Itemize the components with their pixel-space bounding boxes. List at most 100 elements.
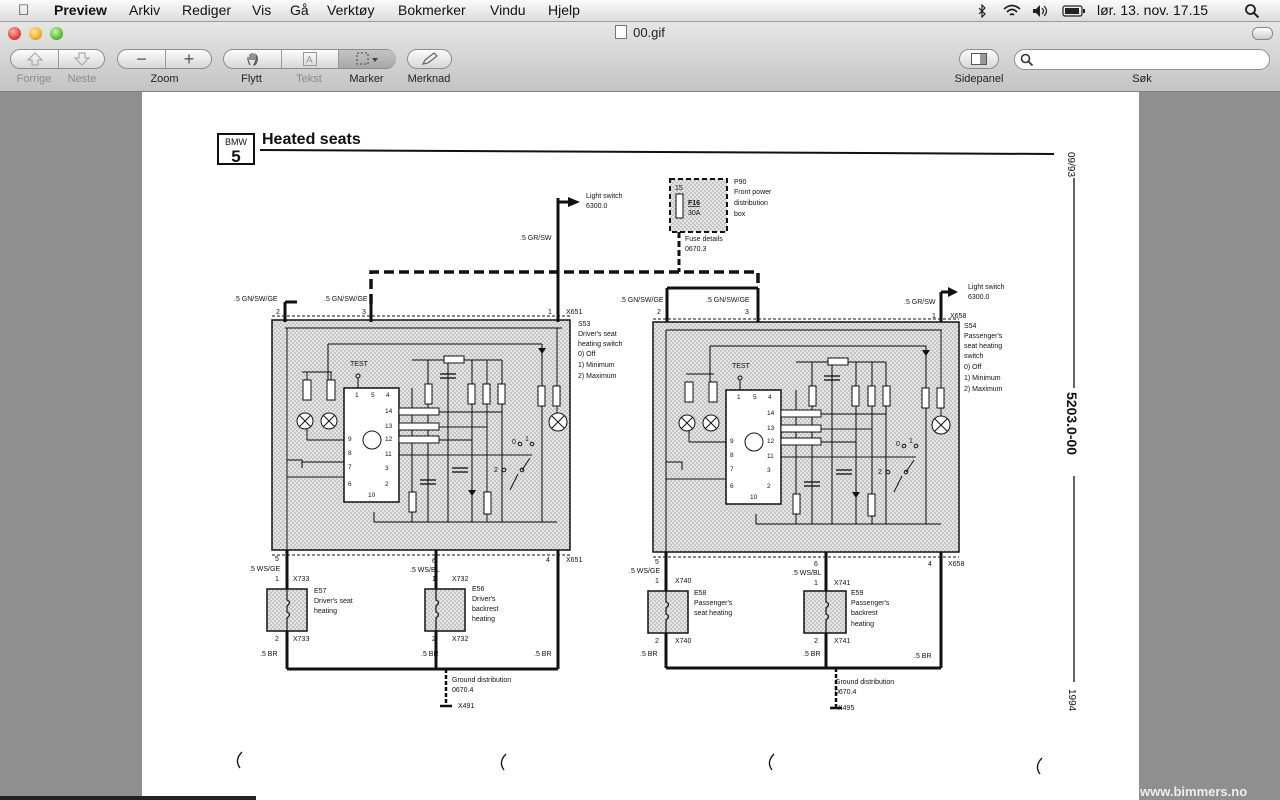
- svg-text:5: 5: [753, 394, 757, 401]
- minimize-button[interactable]: [29, 27, 42, 40]
- spotlight-icon[interactable]: [1244, 3, 1260, 19]
- zoom-out-button[interactable]: −: [118, 49, 166, 69]
- back-button[interactable]: [11, 50, 59, 68]
- svg-text:4: 4: [928, 561, 932, 568]
- menu-bokmerker[interactable]: Bokmerker: [398, 2, 466, 18]
- menu-hjelp[interactable]: Hjelp: [548, 2, 580, 18]
- arrow-down-icon: [74, 52, 90, 66]
- svg-text:13: 13: [385, 423, 393, 430]
- svg-text:2: 2: [814, 638, 818, 645]
- toolbar-toggle-button[interactable]: [1252, 27, 1273, 40]
- svg-text:backrest: backrest: [472, 606, 499, 613]
- svg-text:2: 2: [275, 636, 279, 643]
- window-title: 00.gif: [633, 25, 665, 40]
- svg-text:12: 12: [767, 438, 775, 445]
- marquee-select-icon: [356, 52, 378, 65]
- svg-text:distribution: distribution: [734, 200, 768, 207]
- tool-group: A: [223, 49, 396, 69]
- right-ground-conn: X495: [838, 705, 854, 712]
- svg-text:0670.4: 0670.4: [835, 689, 857, 696]
- svg-text:heating: heating: [472, 616, 495, 623]
- battery-icon[interactable]: [1062, 5, 1086, 17]
- svg-text:5: 5: [655, 559, 659, 566]
- svg-text:10: 10: [750, 494, 758, 501]
- menu-rediger[interactable]: Rediger: [182, 2, 232, 18]
- menu-clock[interactable]: lør. 13. nov. 17.15: [1097, 2, 1209, 18]
- document-view[interactable]: BMW 5 Heated seats 09/93 5203.0-00 1994 …: [0, 92, 1280, 800]
- arrow-up-icon: [26, 52, 43, 66]
- menu-verktoy[interactable]: Verktøy: [327, 2, 375, 18]
- svg-text:E58: E58: [694, 590, 707, 597]
- svg-text:X733: X733: [293, 576, 309, 583]
- bluetooth-icon[interactable]: [976, 4, 988, 18]
- left-conn-top: X651: [566, 309, 582, 316]
- wifi-icon[interactable]: [1002, 3, 1022, 19]
- left-light-switch-ref: 6300.0: [586, 203, 608, 210]
- svg-text:heating: heating: [314, 608, 337, 615]
- passenger-circuit: Light switch 6300.0 .5 GR/SW .5 GN/SW/GE…: [620, 284, 1005, 712]
- sidebar-icon: [971, 53, 987, 65]
- svg-text:11: 11: [767, 453, 774, 460]
- volume-icon[interactable]: [1032, 4, 1050, 18]
- svg-text:Driver's: Driver's: [472, 596, 496, 603]
- menu-bar:  Preview Arkiv Rediger Vis Gå Verktøy B…: [0, 0, 1280, 22]
- search-icon: [1020, 53, 1034, 67]
- svg-text:heating: heating: [851, 621, 874, 628]
- right-wire-top-label: .5 GR/SW: [904, 299, 936, 306]
- driver-circuit: Light switch 6300.0 .5 GR/SW .5 GN/SW/GE…: [234, 193, 623, 710]
- right-wire5: .5 WS/GE: [629, 568, 660, 575]
- right-control-ic: [725, 389, 782, 505]
- annotate-button[interactable]: [407, 49, 452, 69]
- close-button[interactable]: [8, 27, 21, 40]
- svg-text:3: 3: [767, 467, 771, 474]
- next-button[interactable]: [59, 50, 105, 68]
- svg-text:Passenger's: Passenger's: [851, 600, 890, 607]
- zoom-window-button[interactable]: [50, 27, 63, 40]
- svg-text:4: 4: [546, 557, 550, 564]
- title-rule: [259, 149, 1055, 155]
- svg-text:X658: X658: [948, 561, 964, 568]
- watermark-text: www.bimmers.no: [1140, 784, 1248, 799]
- svg-text:1: 1: [909, 438, 913, 445]
- move-tool-button[interactable]: [224, 50, 282, 68]
- svg-text:2: 2: [767, 483, 771, 490]
- wiring-schematic: BMW 5 Heated seats 09/93 5203.0-00 1994 …: [217, 131, 1080, 775]
- apple-menu-icon[interactable]: : [18, 2, 29, 19]
- zoom-group: − +: [117, 49, 212, 69]
- sidebar-button[interactable]: [959, 49, 999, 69]
- menu-vis[interactable]: Vis: [252, 2, 272, 18]
- svg-text:backrest: backrest: [851, 610, 878, 617]
- svg-text:13: 13: [767, 425, 775, 432]
- svg-text:7: 7: [348, 464, 352, 471]
- svg-text:6: 6: [348, 481, 352, 488]
- left-test-label: TEST: [350, 361, 369, 368]
- menu-arkiv[interactable]: Arkiv: [129, 2, 161, 18]
- svg-text:X741: X741: [834, 580, 850, 587]
- logo-top-text: BMW: [225, 137, 248, 147]
- svg-text:1: 1: [737, 394, 741, 401]
- svg-text:2: 2: [657, 309, 661, 316]
- window-toolbar: 00.gif Forrige Neste − + Zoom A Flytt Te…: [0, 22, 1280, 92]
- right-wire-in2-label: .5 GN/SW/GE: [706, 297, 750, 304]
- menu-vindu[interactable]: Vindu: [490, 2, 526, 18]
- svg-text:2: 2: [432, 636, 436, 643]
- menu-app-name[interactable]: Preview: [54, 2, 107, 18]
- search-input[interactable]: [1037, 52, 1266, 68]
- svg-text:X651: X651: [566, 557, 582, 564]
- zoom-in-button[interactable]: +: [166, 49, 212, 69]
- svg-text:X732: X732: [452, 636, 468, 643]
- svg-text:.5 BR: .5 BR: [640, 651, 658, 658]
- svg-text:X732: X732: [452, 576, 468, 583]
- window-title-bar: 00.gif: [0, 25, 1280, 40]
- svg-text:14: 14: [767, 410, 775, 417]
- fuse-label: F16: [688, 200, 700, 207]
- svg-text:1) Minimum: 1) Minimum: [964, 375, 1001, 382]
- menu-ga[interactable]: Gå: [290, 2, 309, 18]
- right-ground-label: Ground distribution: [835, 679, 894, 686]
- text-tool-button[interactable]: A: [282, 50, 339, 68]
- left-switch-desc-1: Driver's seat: [578, 331, 617, 338]
- svg-text:9: 9: [348, 436, 352, 443]
- svg-text:1: 1: [275, 576, 279, 583]
- select-tool-button[interactable]: [339, 50, 396, 68]
- search-field[interactable]: [1014, 49, 1270, 70]
